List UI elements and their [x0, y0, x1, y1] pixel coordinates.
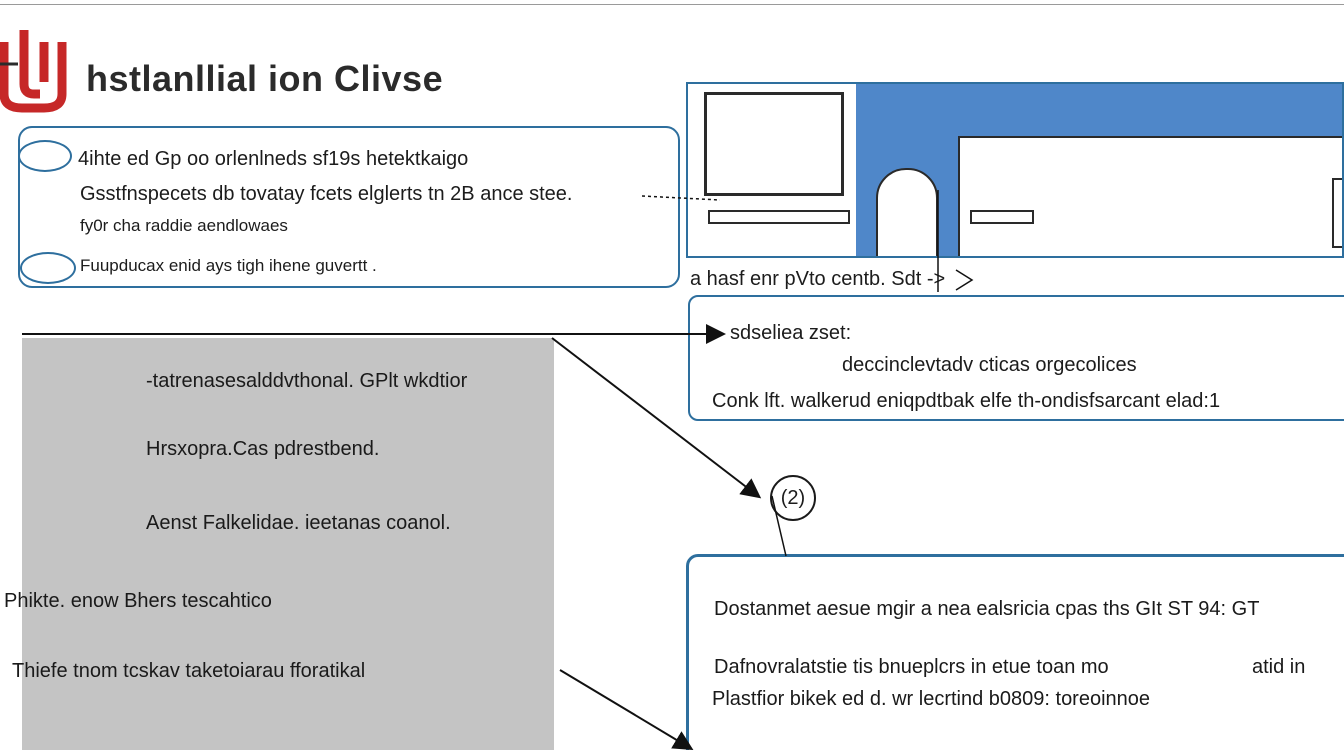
info-line-1: 4ihte ed Gp oo orlenlneds sf19s hetektka…	[78, 148, 469, 170]
logo-mark	[0, 30, 67, 113]
screenshot-caption: a hasf enr pVto centb. Sdt ->	[690, 268, 946, 290]
page-title: hstlanllial ion Clivse	[86, 58, 444, 99]
connector-line	[955, 269, 974, 291]
bottom-box	[686, 554, 1344, 750]
arrow-icon	[559, 669, 694, 750]
gray-line-1: -tatrenasesalddvthonal. GPlt wkdtior	[146, 370, 468, 392]
gray-line-3: Aenst Falkelidae. ieetanas coanol.	[146, 512, 451, 534]
screenshot-handle	[1332, 178, 1342, 248]
detail-line-3: Conk lft. walkerud eniqpdtbak elfe th-on…	[712, 390, 1221, 412]
gray-line-2: Hrsxopra.Cas pdrestbend.	[146, 438, 380, 460]
gray-panel	[22, 338, 554, 750]
detail-line-1: sdseliea zset:	[730, 322, 852, 344]
step-marker: (2)	[770, 475, 816, 521]
screenshot-frame	[704, 92, 844, 196]
screenshot-thumbnail	[686, 82, 1344, 258]
screenshot-window	[958, 136, 1342, 256]
gray-line-4: Phikte. enow Bhers tescahtico	[4, 590, 272, 612]
info-box	[18, 126, 680, 288]
top-rule	[0, 4, 1344, 5]
bottom-line-4: Plastfior bikek ed d. wr lecrtind b0809:…	[712, 688, 1151, 710]
bottom-line-1: Dostanmet aesue mgir a nea ealsricia cpa…	[714, 598, 1260, 620]
screenshot-arch	[876, 168, 938, 256]
screenshot-bar	[708, 210, 850, 224]
info-line-2: Gsstfnspecets db tovatay fcets elglerts …	[80, 183, 573, 205]
bottom-line-2: Dafnovralatstie tis bnueplcrs in etue to…	[714, 656, 1109, 678]
detail-line-2: deccinclevtadv cticas orgecolices	[842, 354, 1137, 376]
info-bullet-icon	[18, 140, 72, 172]
info-line-4: Fuupducax enid ays tigh ihene guvertt .	[80, 256, 377, 275]
screenshot-bar	[970, 210, 1034, 224]
gray-line-5: Thiefe tnom tcskav taketoiarau fforatika…	[12, 660, 366, 682]
info-line-3: fy0r cha raddie aendlowaes	[80, 216, 288, 235]
bottom-line-3: atid in	[1252, 656, 1306, 678]
info-bullet-icon	[20, 252, 76, 284]
